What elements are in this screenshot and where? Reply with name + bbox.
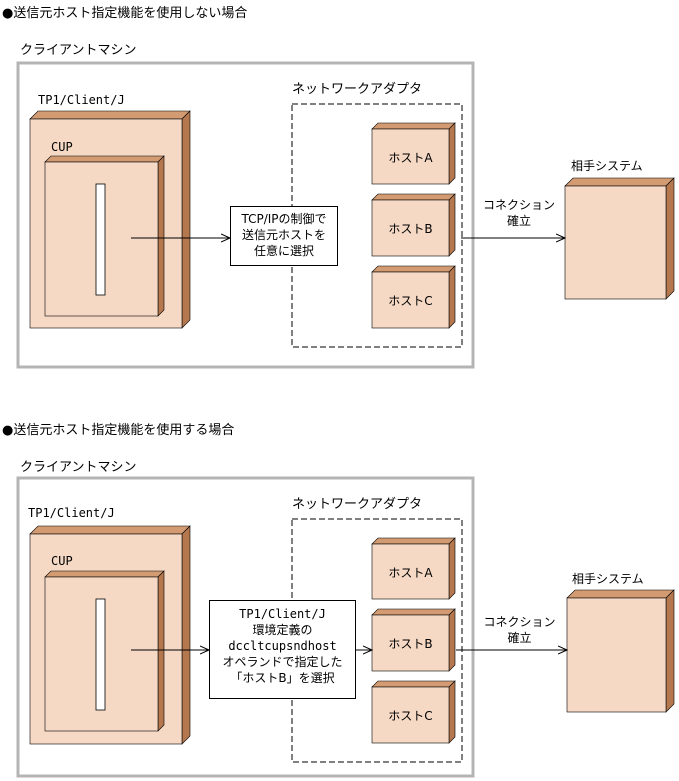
section2-host-b-label: ホストB xyxy=(388,637,433,651)
section1-machine-label: クライアントマシン xyxy=(20,43,137,58)
section2-heading: ●送信元ホスト指定機能を使用する場合 xyxy=(2,423,235,438)
section1-cup-box xyxy=(44,155,165,317)
section1-partner-label: 相手システム xyxy=(571,159,643,173)
section1-note-line: 任意に選択 xyxy=(253,244,314,258)
section2-partner-system-box xyxy=(566,589,675,713)
section1-connection-label: コネクション 確立 xyxy=(474,197,564,229)
section1-heading: ●送信元ホスト指定機能を使用しない場合 xyxy=(2,6,248,21)
section1-client-machine-frame xyxy=(16,61,475,369)
section2-note-line: TP1/Client/J xyxy=(239,607,326,621)
section1-adapter-label: ネットワークアダプタ xyxy=(292,82,423,97)
section1-app-label: TP1/Client/J xyxy=(38,93,125,107)
section2-note-box: TP1/Client/J 環境定義の dccltcupsndhost オペランド… xyxy=(209,600,356,699)
section1-host-a-label: ホストA xyxy=(388,151,433,165)
section2-host-b-box xyxy=(371,608,456,672)
section2-cup-box xyxy=(44,570,165,732)
section2-host-a-box xyxy=(371,537,456,600)
section2-connection-label: コネクション 確立 xyxy=(472,614,567,646)
section1-partner-system-box xyxy=(564,177,675,300)
section2-note-line: 環境定義の xyxy=(252,623,313,637)
section2-connection-line: コネクション xyxy=(483,615,556,629)
section2-host-c-box xyxy=(371,680,456,744)
section1-note-line: TCP/IPの制御で xyxy=(241,212,327,226)
section2-note-line: dccltcupsndhost xyxy=(228,639,337,653)
section2-partner-label: 相手システム xyxy=(572,572,644,586)
section2-host-a-label: ホストA xyxy=(388,566,433,580)
section1-connection-line: 確立 xyxy=(506,214,531,228)
section1-host-a-box xyxy=(371,122,456,185)
section1-note-line: 送信元ホストを xyxy=(241,228,326,242)
section1-host-b-label: ホストB xyxy=(388,222,433,236)
section2-app-label: TP1/Client/J xyxy=(28,506,115,520)
section1-host-c-box xyxy=(371,265,456,329)
section2-adapter-label: ネットワークアダプタ xyxy=(292,497,423,512)
section2-client-machine-frame xyxy=(16,476,475,778)
section2-cup-label: CUP xyxy=(51,554,73,568)
section1-connection-line: コネクション xyxy=(482,198,555,212)
section2-connection-line: 確立 xyxy=(507,631,532,645)
section1-host-c-label: ホストC xyxy=(388,294,433,308)
section2-note-line: オペランドで指定した xyxy=(222,655,343,669)
section1-note-box: TCP/IPの制御で 送信元ホストを 任意に選択 xyxy=(230,206,338,266)
section1-host-b-box xyxy=(371,193,456,257)
section2-machine-label: クライアントマシン xyxy=(20,460,137,475)
section1-cup-label: CUP xyxy=(51,140,73,154)
section2-host-c-label: ホストC xyxy=(388,709,433,723)
section2-note-line: 「ホストB」を選択 xyxy=(230,671,335,685)
